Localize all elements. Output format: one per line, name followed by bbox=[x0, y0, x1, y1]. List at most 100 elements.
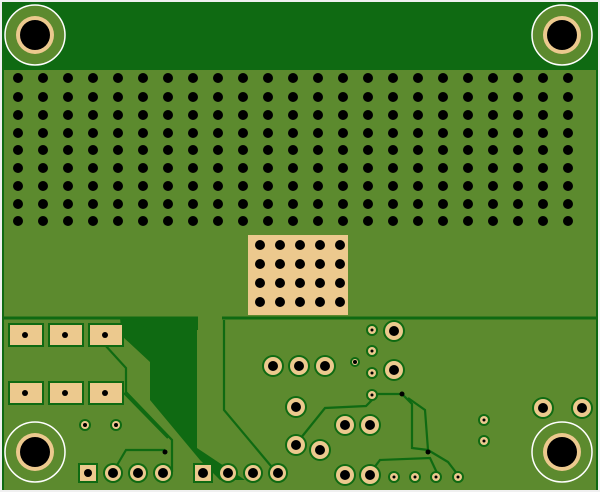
via bbox=[399, 391, 405, 397]
drill-hole bbox=[320, 361, 330, 371]
drill-hole bbox=[340, 470, 350, 480]
drill-hole bbox=[213, 128, 223, 138]
drill-hole bbox=[363, 216, 373, 226]
drill-hole bbox=[488, 163, 498, 173]
drill-hole bbox=[538, 181, 548, 191]
drill-hole bbox=[363, 145, 373, 155]
drill-hole bbox=[513, 92, 523, 102]
drill-hole bbox=[389, 326, 399, 336]
mounting-hole bbox=[20, 20, 50, 50]
drill-hole bbox=[370, 393, 374, 397]
drill-hole bbox=[138, 73, 148, 83]
drill-hole bbox=[88, 199, 98, 209]
drill-hole bbox=[63, 216, 73, 226]
drill-hole bbox=[338, 73, 348, 83]
drill-hole bbox=[363, 163, 373, 173]
via bbox=[425, 449, 431, 455]
drill-hole bbox=[388, 181, 398, 191]
drill-hole bbox=[577, 403, 587, 413]
drill-hole bbox=[238, 216, 248, 226]
drill-hole bbox=[388, 92, 398, 102]
drill-hole bbox=[88, 110, 98, 120]
drill-hole bbox=[338, 145, 348, 155]
drill-hole bbox=[288, 110, 298, 120]
drill-hole bbox=[291, 440, 301, 450]
drill-hole bbox=[13, 128, 23, 138]
drill-hole bbox=[313, 181, 323, 191]
drill-hole bbox=[388, 73, 398, 83]
drill-hole bbox=[273, 468, 283, 478]
drill-hole bbox=[434, 475, 438, 479]
ground-pour-inner bbox=[130, 318, 198, 330]
drill-hole bbox=[163, 199, 173, 209]
drill-hole bbox=[463, 181, 473, 191]
drill-hole bbox=[213, 73, 223, 83]
drill-hole bbox=[363, 181, 373, 191]
mounting-hole bbox=[547, 437, 577, 467]
drill-hole bbox=[538, 163, 548, 173]
drill-hole bbox=[438, 110, 448, 120]
drill-hole bbox=[38, 128, 48, 138]
drill-hole bbox=[313, 199, 323, 209]
trace bbox=[123, 392, 169, 439]
drill-hole bbox=[295, 297, 305, 307]
drill-hole bbox=[188, 110, 198, 120]
drill-hole bbox=[388, 110, 398, 120]
drill-hole bbox=[413, 73, 423, 83]
drill-hole bbox=[315, 240, 325, 250]
drill-hole bbox=[538, 110, 548, 120]
drill-hole bbox=[223, 468, 233, 478]
drill-hole bbox=[413, 181, 423, 191]
drill-hole bbox=[288, 216, 298, 226]
drill-hole bbox=[238, 163, 248, 173]
trace bbox=[295, 392, 459, 476]
drill-hole bbox=[563, 145, 573, 155]
drill-hole bbox=[275, 259, 285, 269]
drill-hole bbox=[13, 216, 23, 226]
drill-hole bbox=[463, 145, 473, 155]
drill-hole bbox=[538, 216, 548, 226]
drill-hole bbox=[113, 181, 123, 191]
drill-hole bbox=[188, 92, 198, 102]
drill-hole bbox=[188, 163, 198, 173]
smd-pads bbox=[8, 323, 124, 405]
via bbox=[162, 449, 168, 455]
drill-hole bbox=[538, 199, 548, 209]
drill-hole bbox=[313, 145, 323, 155]
drill-hole bbox=[188, 181, 198, 191]
drill-hole bbox=[488, 92, 498, 102]
drill-hole bbox=[213, 92, 223, 102]
drill-hole bbox=[563, 163, 573, 173]
drill-hole bbox=[63, 181, 73, 191]
drill-hole bbox=[438, 145, 448, 155]
drill-hole bbox=[338, 163, 348, 173]
trace bbox=[407, 397, 430, 451]
drill-hole bbox=[163, 216, 173, 226]
drill-hole bbox=[288, 181, 298, 191]
drill-hole bbox=[389, 365, 399, 375]
drill-hole bbox=[268, 361, 278, 371]
drill-hole bbox=[163, 128, 173, 138]
drill-hole bbox=[113, 163, 123, 173]
drill-hole bbox=[114, 423, 118, 427]
drill-hole bbox=[13, 163, 23, 173]
drill-hole bbox=[63, 92, 73, 102]
drill-hole bbox=[133, 468, 143, 478]
drill-hole bbox=[22, 332, 28, 338]
drill-hole bbox=[363, 128, 373, 138]
drill-hole bbox=[102, 332, 108, 338]
drill-hole bbox=[513, 145, 523, 155]
drill-hole bbox=[263, 181, 273, 191]
drill-hole bbox=[538, 73, 548, 83]
drill-hole bbox=[438, 128, 448, 138]
through-hole-pads bbox=[78, 320, 593, 486]
drill-hole bbox=[138, 216, 148, 226]
drill-hole bbox=[313, 216, 323, 226]
drill-hole bbox=[463, 92, 473, 102]
drill-hole bbox=[388, 163, 398, 173]
drill-hole bbox=[463, 73, 473, 83]
drill-hole bbox=[63, 145, 73, 155]
drill-hole bbox=[313, 92, 323, 102]
drill-hole bbox=[488, 128, 498, 138]
